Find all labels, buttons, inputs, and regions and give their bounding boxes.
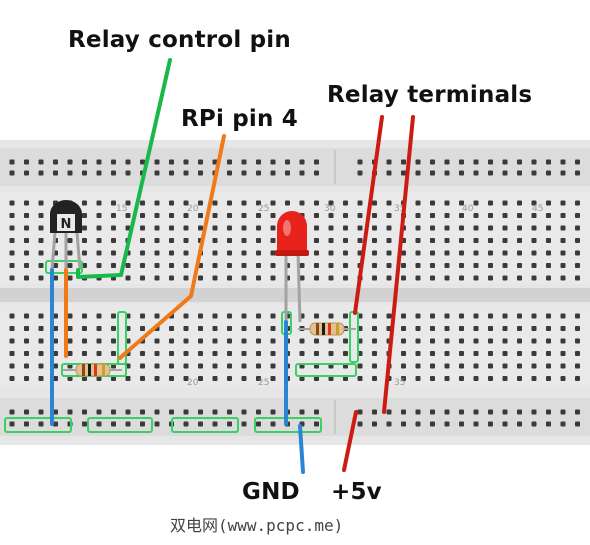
red-wire-right — [382, 115, 415, 414]
resistor-left — [62, 363, 122, 377]
column-number: 45 — [532, 204, 543, 214]
column-number: 30 — [324, 204, 336, 214]
transistor: N — [50, 200, 82, 271]
bottom-rail-holes-right — [352, 408, 582, 430]
rpi-pin-label: RPi pin 4 — [181, 106, 298, 132]
watermark: 双电网(www.pcpc.me) — [170, 516, 344, 535]
relay-terminals-label: Relay terminals — [327, 82, 533, 108]
red-wire-plus5v — [342, 410, 358, 472]
red-wire-left-upper — [353, 115, 384, 315]
center-channel — [0, 288, 590, 302]
column-number: 35 — [394, 378, 405, 388]
relay-control-pin-label: Relay control pin — [68, 27, 291, 53]
column-number: 20 — [187, 378, 199, 388]
column-number: 15 — [116, 204, 127, 214]
orange-wire-pin4 — [118, 134, 226, 360]
column-number: 25 — [258, 204, 269, 214]
transistor-marking: N — [61, 217, 72, 232]
column-number: 40 — [462, 204, 474, 214]
column-number: 35 — [394, 204, 405, 214]
top-rail-holes-right — [352, 158, 582, 180]
top-rail-holes-left — [8, 158, 328, 180]
led — [275, 211, 309, 323]
column-number: 20 — [187, 204, 199, 214]
resistor-right — [298, 322, 356, 336]
blue-wire-gnd — [298, 424, 305, 474]
plus-5v-label: +5v — [331, 479, 382, 505]
green-wire — [76, 58, 172, 279]
column-number: 25 — [258, 378, 269, 388]
gnd-label: GND — [242, 479, 300, 505]
